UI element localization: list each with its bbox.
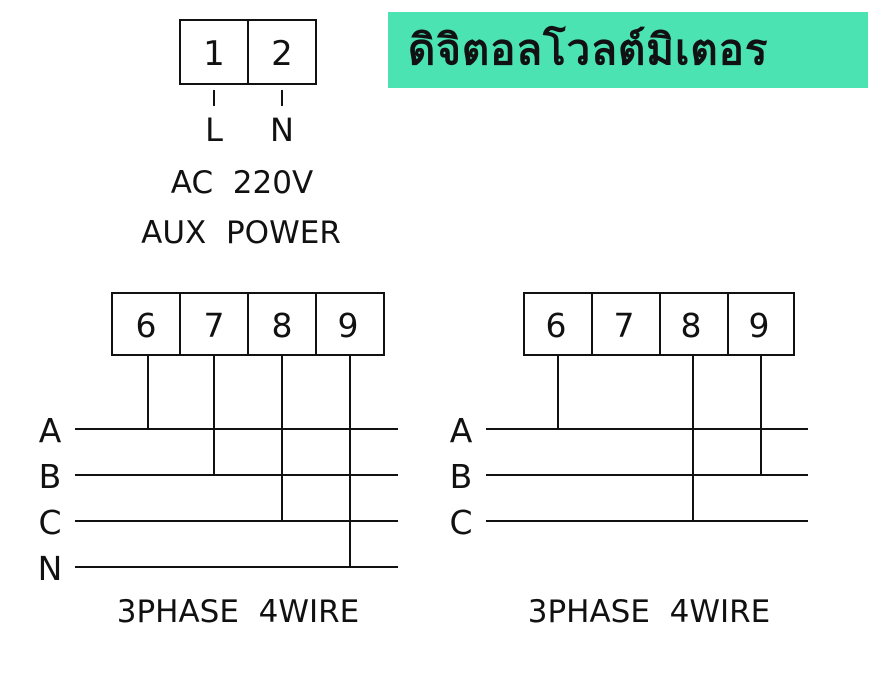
- left-phase-A-label: A: [39, 411, 62, 450]
- right-terminal-8-label: 8: [681, 306, 702, 345]
- left-terminal-7-label: 7: [204, 306, 225, 345]
- right-terminal-9-label: 9: [749, 306, 770, 345]
- right-phase-B-label: B: [450, 457, 473, 496]
- right-phase-C-label: C: [449, 503, 472, 542]
- title-banner: ดิจิตอลโวลต์มิเตอร: [388, 12, 868, 88]
- left-terminal-8-label: 8: [272, 306, 293, 345]
- aux-terminal-2-box: [247, 19, 317, 85]
- left-phase-N-label: N: [38, 549, 63, 588]
- left-phase-B-label: B: [39, 457, 62, 496]
- page-title: ดิจิตอลโวลต์มิเตอร: [408, 25, 769, 74]
- right-terminal-7-label: 7: [614, 306, 635, 345]
- aux-terminal-2-label: 2: [271, 34, 293, 74]
- left-terminal-9-label: 9: [338, 306, 359, 345]
- aux-voltage-label: AC 220V: [171, 165, 313, 201]
- aux-power-label: AUX POWER: [141, 215, 341, 251]
- right-caption: 3PHASE 4WIRE: [528, 594, 771, 630]
- left-caption: 3PHASE 4WIRE: [117, 594, 360, 630]
- aux-lead-L-label: L: [205, 111, 223, 149]
- left-terminal-6-label: 6: [136, 306, 157, 345]
- aux-terminal-1-label: 1: [203, 34, 225, 74]
- aux-lead-N-label: N: [270, 111, 294, 149]
- right-phase-A-label: A: [450, 411, 473, 450]
- left-phase-C-label: C: [38, 503, 61, 542]
- right-terminal-6-label: 6: [546, 306, 567, 345]
